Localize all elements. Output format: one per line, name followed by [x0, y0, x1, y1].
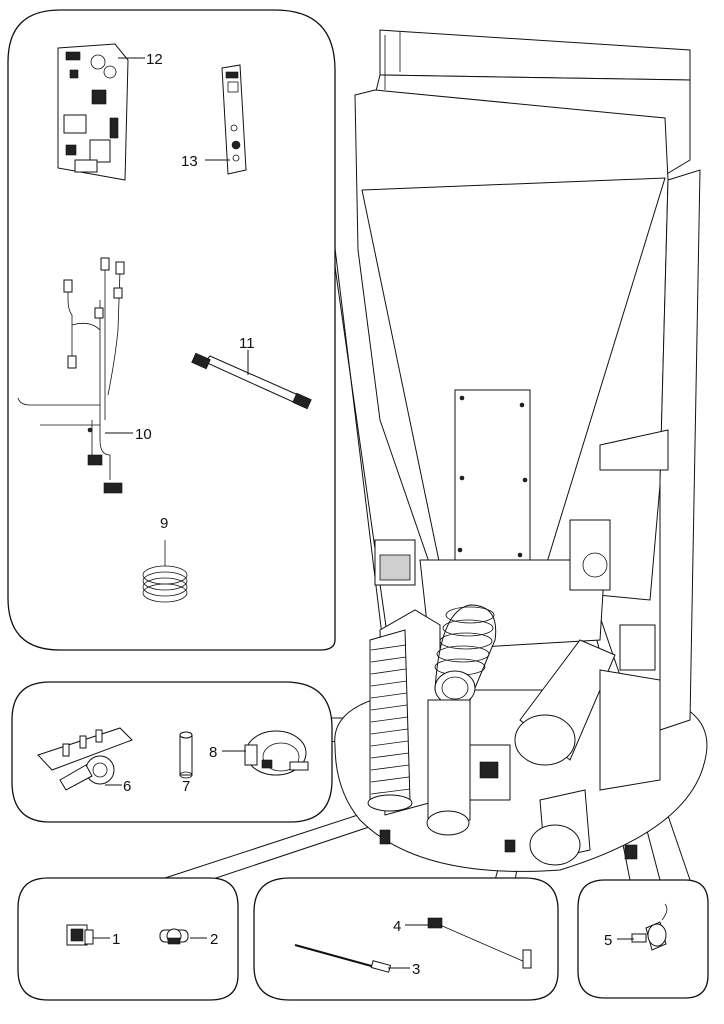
- lower-center-parts-panel: 4 3: [253, 877, 559, 1001]
- callout-8: 8: [209, 744, 217, 761]
- coiled-hose-icon: [142, 540, 188, 603]
- wire-harness-icon: [17, 257, 125, 494]
- flex-hose-center: [434, 604, 497, 706]
- thermal-switch-icon: [159, 928, 189, 945]
- snap-disc-icon: [631, 903, 668, 951]
- callout-13: 13: [181, 153, 198, 170]
- control-board-icon: [57, 43, 129, 181]
- flex-hose-left: [367, 629, 413, 812]
- tube-fitting-icon: [179, 731, 193, 779]
- callout-10: 10: [135, 426, 152, 443]
- callout-6: 6: [123, 778, 131, 795]
- switch-icon: [66, 924, 94, 946]
- lower-left-parts-panel: 1 2: [17, 877, 239, 1001]
- igniter-rod-icon: [294, 944, 392, 973]
- access-plate: [454, 389, 531, 561]
- combustion-motor: [569, 519, 611, 591]
- ribbon-cable-icon: [191, 352, 312, 410]
- stove-assembly: [334, 29, 708, 872]
- callout-5: 5: [604, 932, 612, 949]
- callout-11: 11: [239, 335, 255, 352]
- lower-right-parts-panel: 5: [577, 879, 709, 999]
- right-bracket: [599, 669, 661, 791]
- pressure-switch-icon: [244, 730, 309, 776]
- intake-pipe: [427, 699, 471, 826]
- callout-9: 9: [160, 515, 168, 532]
- callout-1: 1: [112, 931, 120, 948]
- bracket-assembly-icon: [37, 727, 133, 791]
- sensor-probe-icon: [427, 917, 532, 969]
- control-panel-icon: [221, 64, 247, 175]
- callout-3: 3: [412, 961, 420, 978]
- middle-parts-panel: 6 7 8: [11, 681, 333, 823]
- upper-parts-panel: 12 13: [7, 9, 336, 651]
- leg-foot: [379, 829, 391, 845]
- callout-7: 7: [182, 778, 190, 795]
- exhaust-pipe: [514, 639, 616, 866]
- rear-panel: [659, 169, 701, 731]
- callout-12: 12: [146, 51, 163, 68]
- callout-4: 4: [393, 918, 401, 935]
- callout-2: 2: [210, 931, 218, 948]
- hopper-top-frame: [379, 29, 691, 81]
